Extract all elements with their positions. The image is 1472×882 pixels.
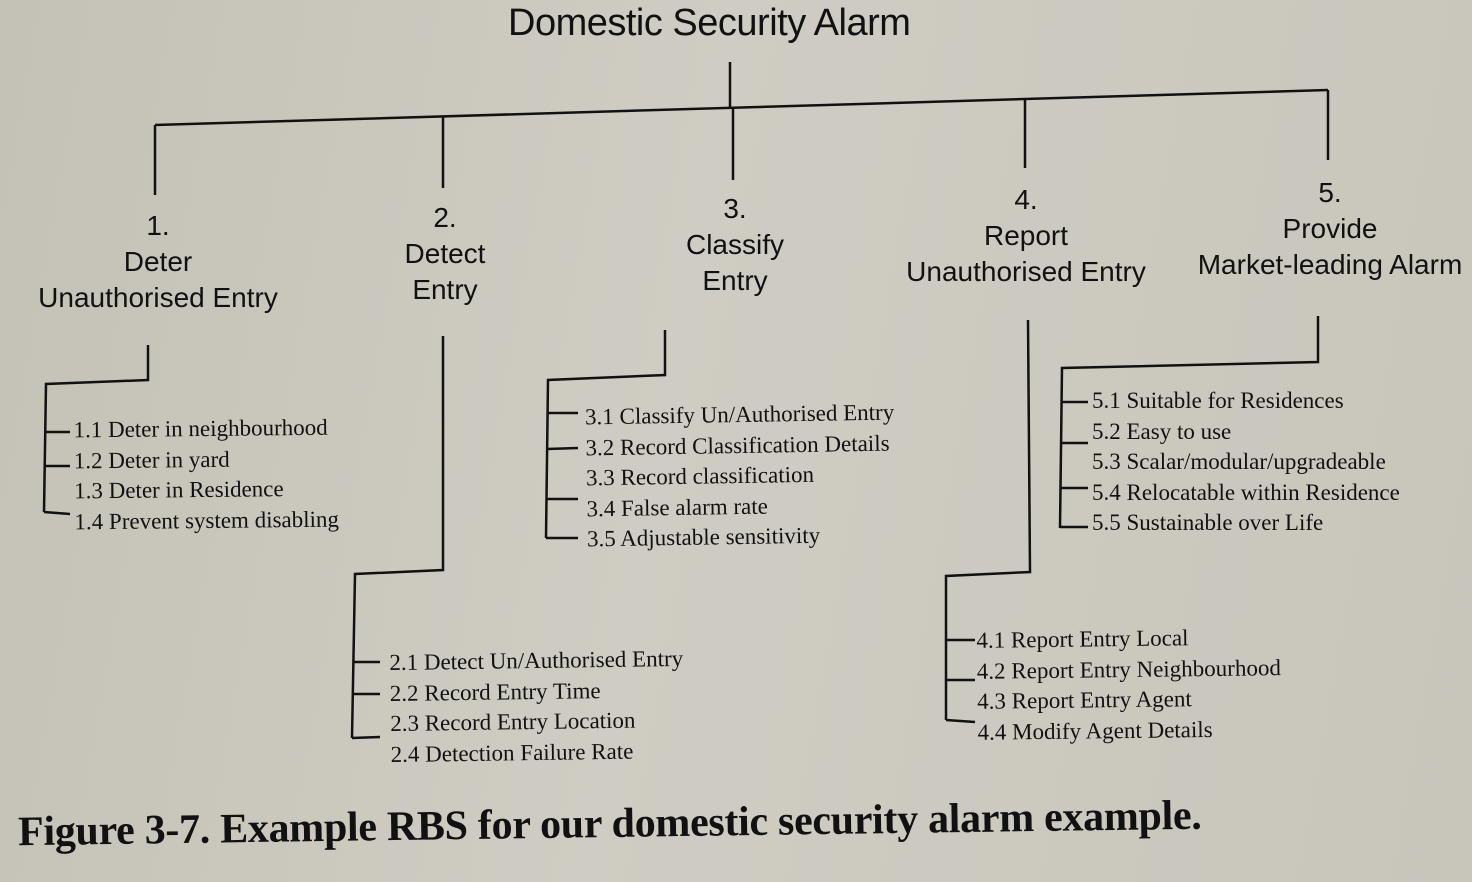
child-item: 1.1 Deter in neighbourhood <box>73 414 328 443</box>
child-item: 4.2 Report Entry Neighbourhood <box>976 654 1282 684</box>
branch-title-line: Unauthorised Entry <box>38 282 278 313</box>
branch-1-node: 1. Deter Unauthorised Entry <box>38 208 278 316</box>
branch-2-node: 2. Detect Entry <box>405 200 486 308</box>
branch-title-line: Deter <box>123 246 193 277</box>
child-item: 1.2 Deter in yard <box>73 446 230 473</box>
branch-3-node: 3. Classify Entry <box>686 191 784 299</box>
child-item: 3.1 Classify Un/Authorised Entry <box>584 399 895 430</box>
branch-5-connector <box>1058 316 1320 529</box>
branch-4-node: 4. Report Unauthorised Entry <box>906 182 1146 290</box>
branch-number: 1. <box>146 210 170 241</box>
root-bus <box>154 88 1329 127</box>
branch-4-connector <box>944 319 1032 720</box>
branch-title-line: Classify <box>685 229 785 260</box>
branch-number: 2. <box>433 202 457 233</box>
branch-3-ticks <box>546 411 579 540</box>
branch-5-children: 5.1 Suitable for Residences 5.2 Easy to … <box>1092 386 1400 539</box>
branch-4-children: 4.1 Report Entry Local 4.2 Report Entry … <box>976 622 1282 748</box>
root-node-title: Domestic Security Alarm <box>508 2 911 44</box>
child-item: 4.3 Report Entry Agent <box>977 686 1192 714</box>
branch-5-ticks <box>1060 400 1088 529</box>
branch-1-children: 1.1 Deter in neighbourhood 1.2 Deter in … <box>73 413 339 538</box>
branch-title-line: Provide <box>1282 213 1378 244</box>
child-item: 4.1 Report Entry Local <box>976 625 1189 653</box>
branch-title-line: Market-leading Alarm <box>1197 249 1463 280</box>
branch-title-line: Detect <box>404 238 486 269</box>
child-item: 3.3 Record classification <box>585 461 815 491</box>
child-item: 5.2 Easy to use <box>1092 418 1232 444</box>
branch-4-ticks <box>945 638 976 724</box>
child-item: 3.2 Record Classification Details <box>585 430 890 460</box>
branch-title-line: Unauthorised Entry <box>906 256 1146 287</box>
child-item: 5.3 Scalar/modular/upgradeable <box>1092 449 1386 474</box>
child-item: 5.5 Sustainable over Life <box>1092 510 1324 535</box>
branch-number: 5. <box>1318 177 1342 208</box>
branch-number: 4. <box>1014 184 1038 215</box>
branch-title-line: Entry <box>412 274 478 305</box>
child-item: 2.1 Detect Un/Authorised Entry <box>389 645 684 676</box>
child-item: 4.4 Modify Agent Details <box>977 716 1213 745</box>
child-item: 5.1 Suitable for Residences <box>1092 388 1344 413</box>
branch-1-ticks <box>43 430 71 516</box>
branch-3-children: 3.1 Classify Un/Authorised Entry 3.2 Rec… <box>585 398 897 555</box>
branch-title-line: Report <box>983 220 1069 251</box>
branch-5-node: 5. Provide Market-leading Alarm <box>1198 175 1463 283</box>
branch-2-children: 2.1 Detect Un/Authorised Entry 2.2 Recor… <box>389 644 685 770</box>
child-item: 2.4 Detection Failure Rate <box>390 738 634 767</box>
child-item: 3.4 False alarm rate <box>586 493 769 521</box>
branch-3-connector <box>544 330 667 539</box>
child-item: 1.4 Prevent system disabling <box>74 506 340 534</box>
child-item: 1.3 Deter in Residence <box>74 476 284 504</box>
branch-2-ticks <box>351 660 381 740</box>
branch-number: 3. <box>723 193 747 224</box>
child-item: 2.3 Record Entry Location <box>390 707 636 737</box>
child-item: 2.2 Record Entry Time <box>389 677 601 706</box>
branch-title-line: Entry <box>702 265 768 296</box>
child-item: 5.4 Relocatable within Residence <box>1092 479 1400 505</box>
branch-2-connector <box>350 336 445 739</box>
child-item: 3.5 Adjustable sensitivity <box>586 522 821 552</box>
branch-1-connector <box>42 345 150 513</box>
